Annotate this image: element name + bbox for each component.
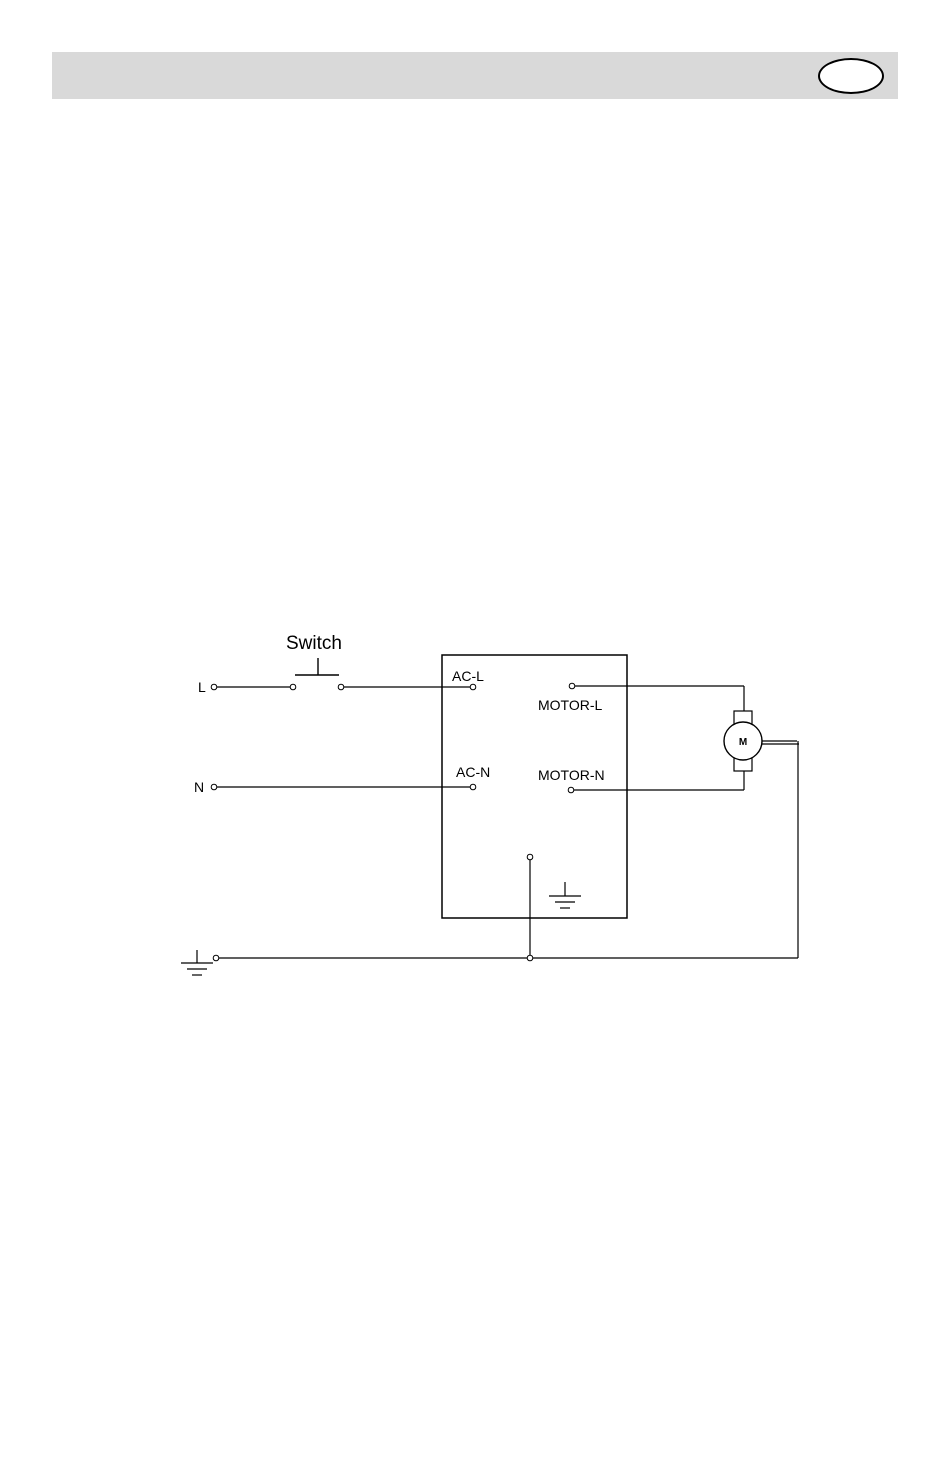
node-ground-junction xyxy=(527,955,533,961)
node-ac-l xyxy=(470,684,476,690)
terminal-n-label: N xyxy=(194,779,204,795)
motor-l-label: MOTOR-L xyxy=(538,697,603,713)
node-motor-l xyxy=(569,683,575,689)
node-box-ground xyxy=(527,854,533,860)
motor-n-label: MOTOR-N xyxy=(538,767,605,783)
node-n xyxy=(211,784,217,790)
node-l xyxy=(211,684,217,690)
node-motor-n xyxy=(568,787,574,793)
node-ground-bus xyxy=(213,955,219,961)
ac-n-label: AC-N xyxy=(456,764,490,780)
switch-label: Switch xyxy=(286,633,342,654)
ac-l-label: AC-L xyxy=(452,668,484,684)
terminal-l-label: L xyxy=(198,679,206,695)
node-ac-n xyxy=(470,784,476,790)
node-switch-right xyxy=(338,684,344,690)
motor-symbol-label: M xyxy=(739,737,747,748)
node-switch-left xyxy=(290,684,296,690)
